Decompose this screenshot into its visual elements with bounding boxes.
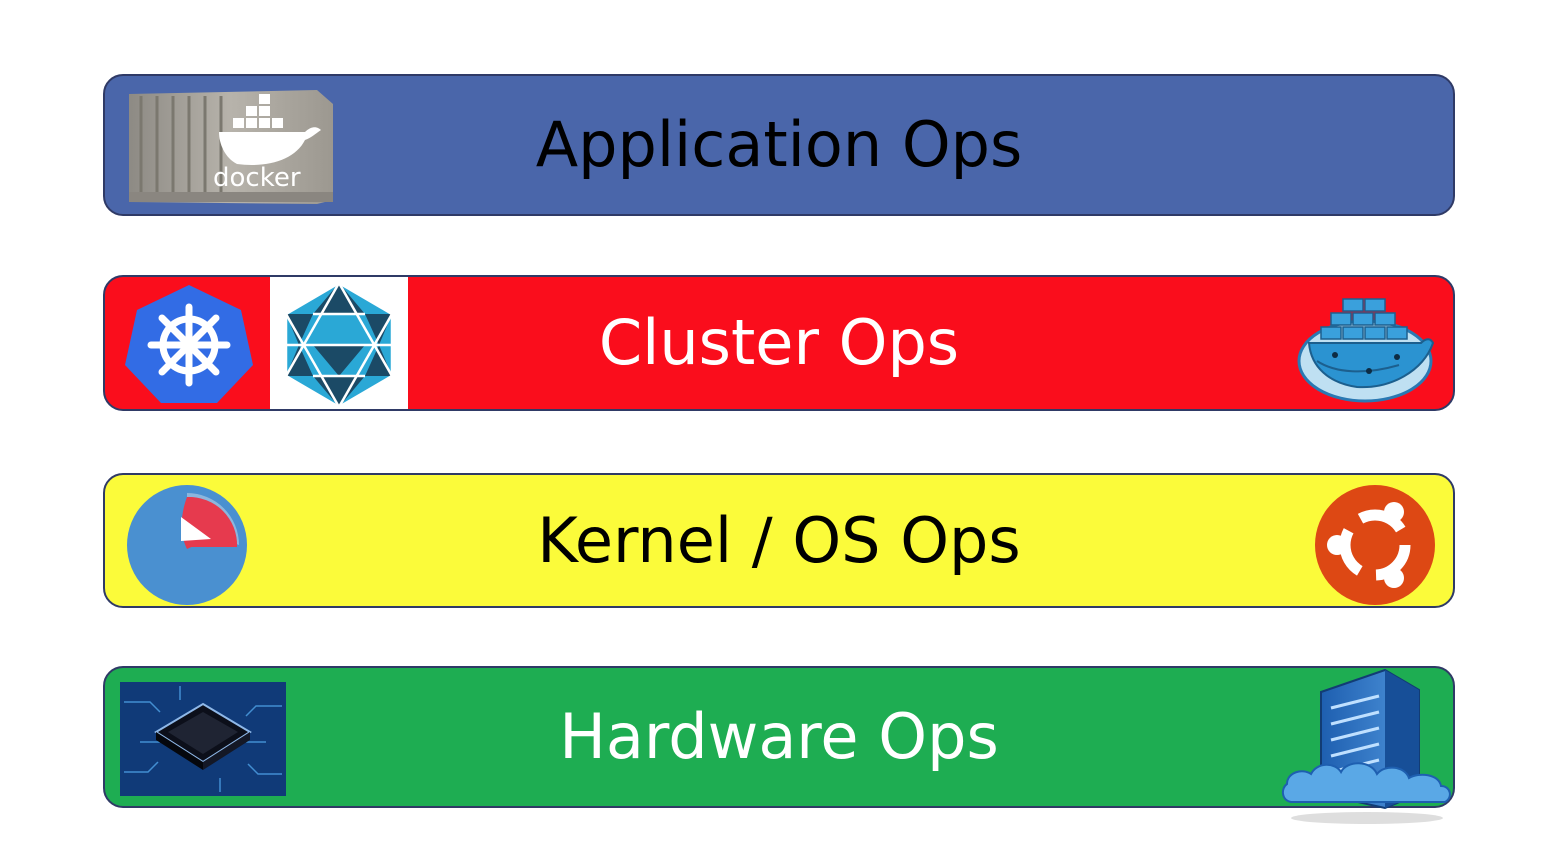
docker-container-icon: docker xyxy=(127,88,335,206)
hardware-ops-layer: Hardware Ops xyxy=(103,666,1455,824)
layer-label: Hardware Ops xyxy=(559,700,999,773)
cluster-ops-layer: Cluster Ops xyxy=(103,275,1455,411)
cpu-chip-icon xyxy=(120,682,286,796)
docker-logo-text: docker xyxy=(213,163,301,193)
layer-label: Cluster Ops xyxy=(598,306,960,379)
docker-swarm-icon xyxy=(1295,291,1435,403)
kernel-os-ops-layer: Kernel / OS Ops xyxy=(103,473,1455,608)
cloud-server-icon xyxy=(1281,668,1455,828)
layer-label: Application Ops xyxy=(535,108,1023,181)
kubernetes-icon xyxy=(123,283,255,407)
coreos-icon xyxy=(125,483,249,606)
application-ops-layer: docker Application Ops xyxy=(103,74,1455,216)
hexagon-triangles-icon xyxy=(270,277,408,409)
layer-label: Kernel / OS Ops xyxy=(537,503,1021,577)
ubuntu-icon xyxy=(1313,483,1437,606)
